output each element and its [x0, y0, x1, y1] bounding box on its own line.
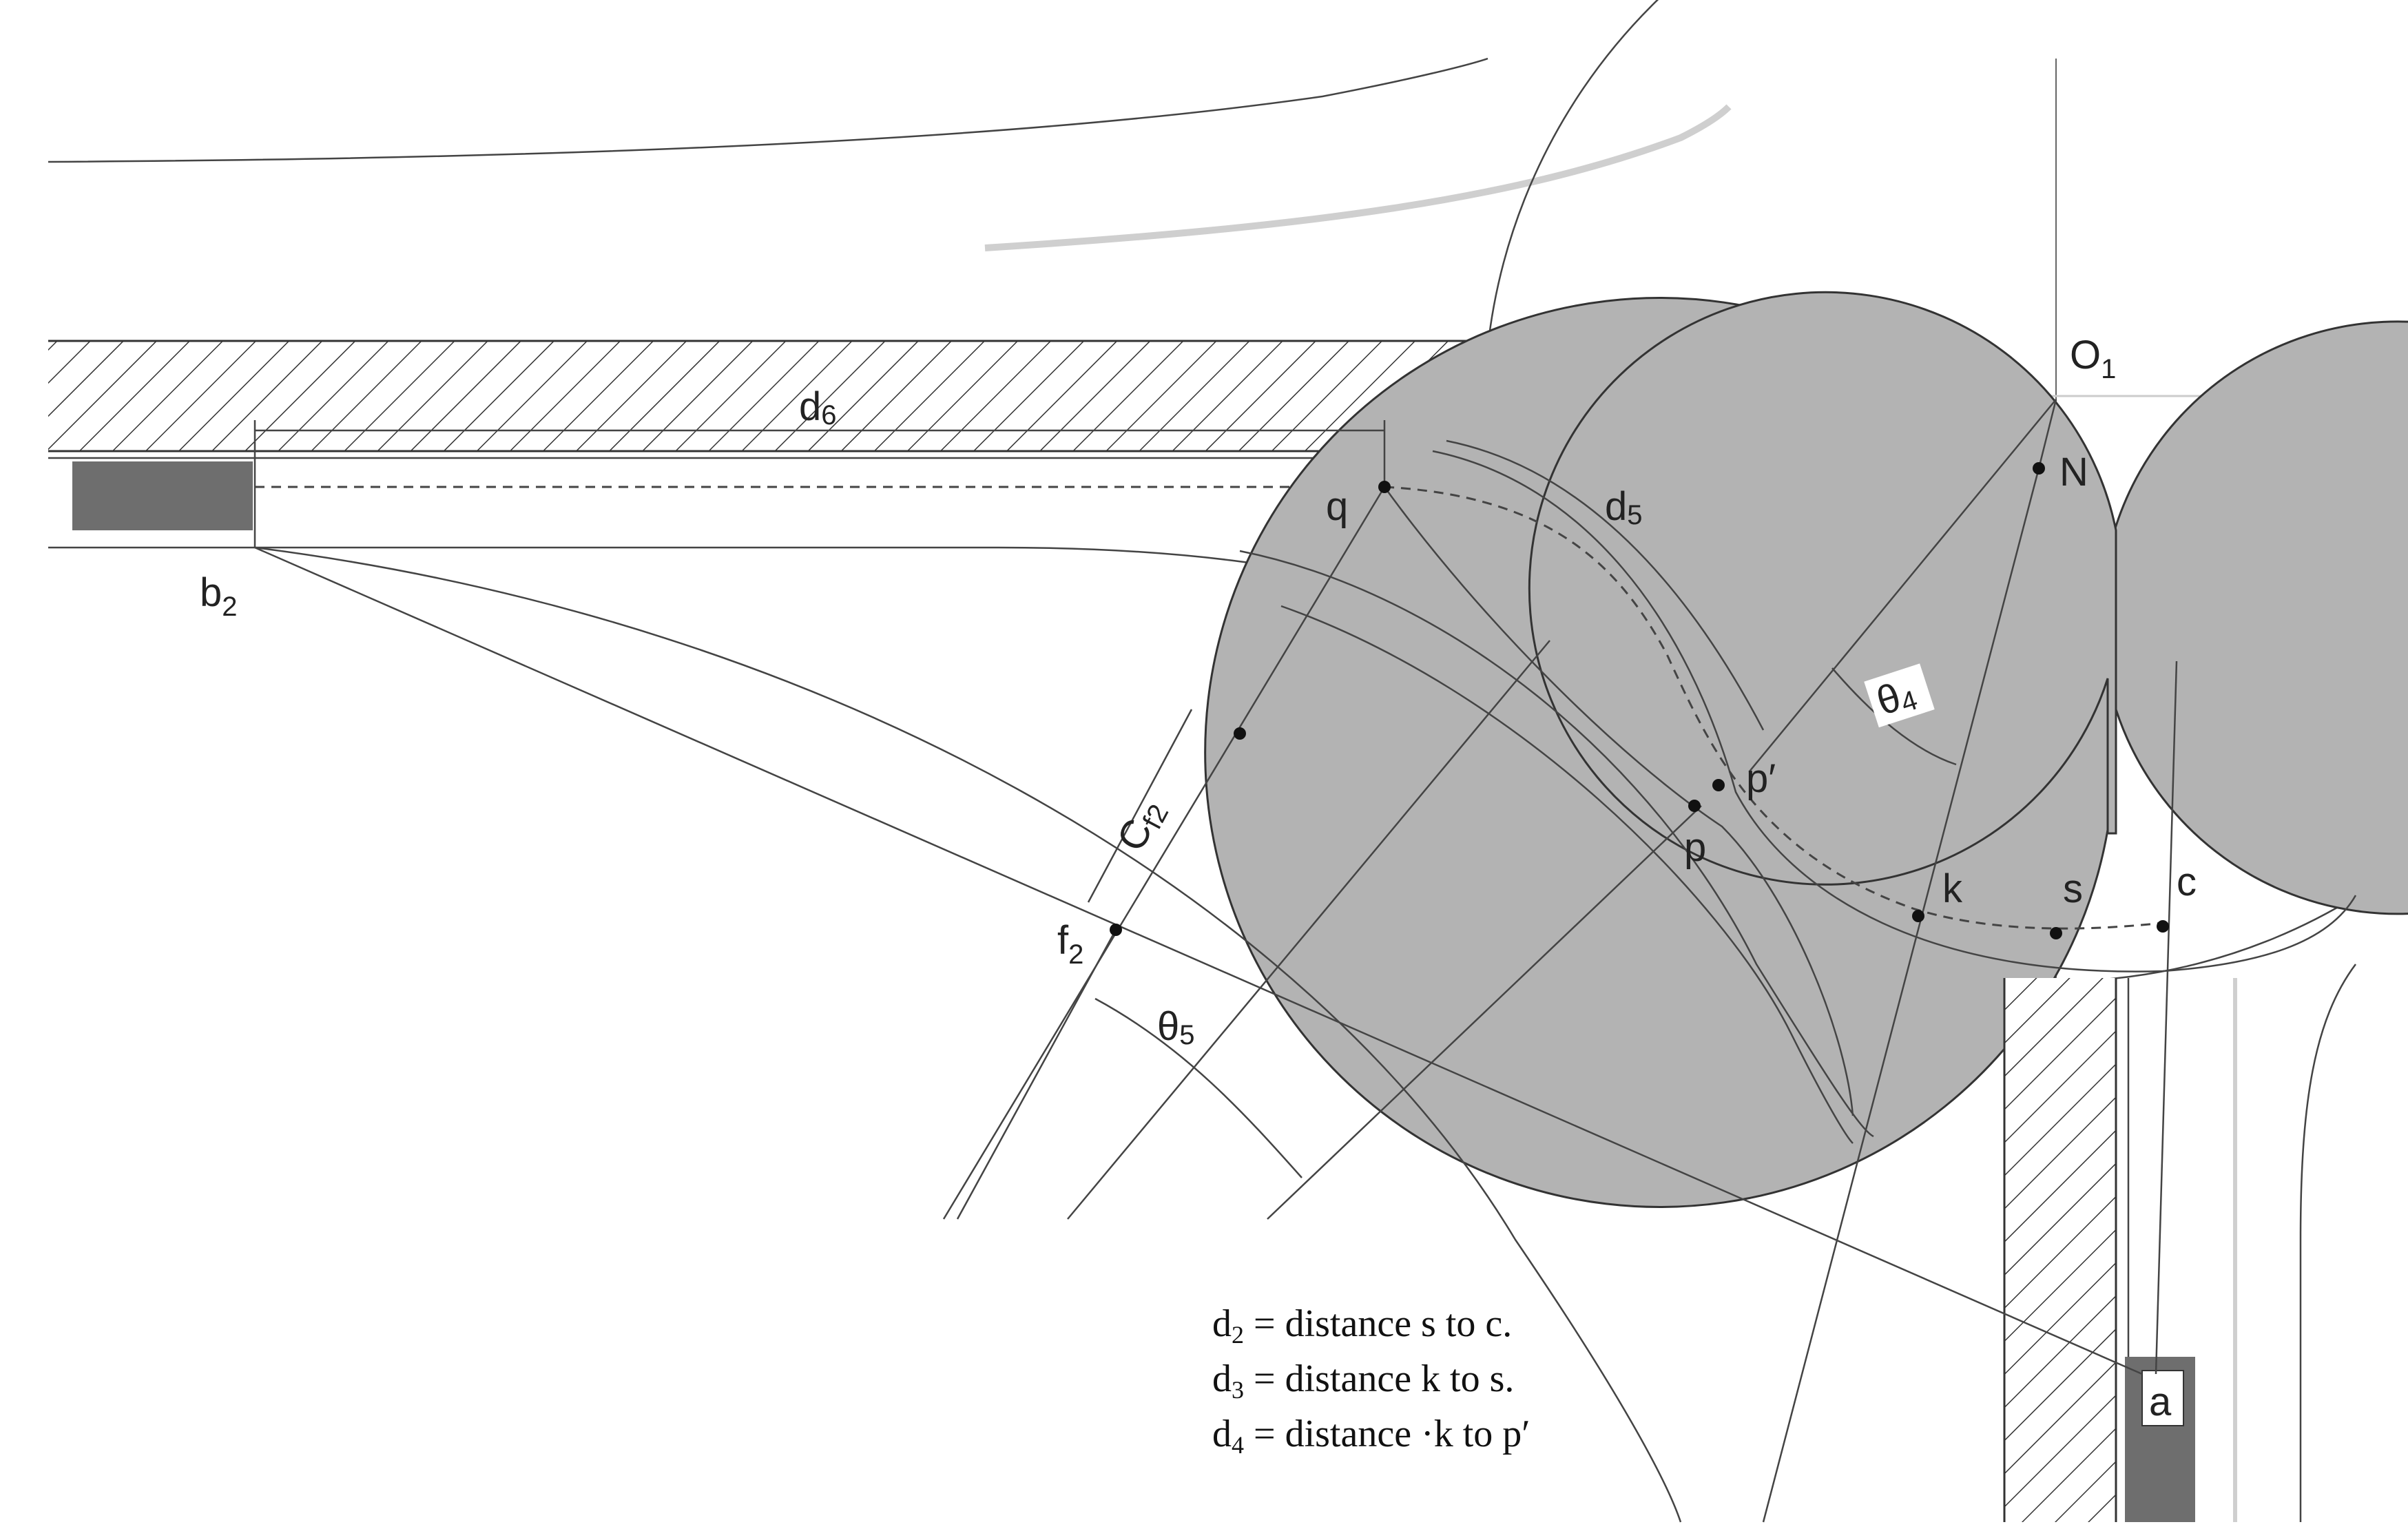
point-c [2157, 920, 2169, 933]
right-road-edge [2299, 964, 2357, 1522]
theta4-label-box [1864, 663, 1935, 728]
point-p-prime [1712, 779, 1725, 791]
label-q: q [1326, 484, 1348, 529]
formula-d3: d3 = distance k to s. [1212, 1357, 1514, 1404]
label-c: c [2177, 860, 2197, 904]
theta4-arc [1831, 667, 1957, 766]
b2-to-a-line [254, 546, 2143, 1375]
point-p [1688, 800, 1701, 812]
point-q [1378, 481, 1391, 493]
formula-d2: d2 = distance s to c. [1212, 1302, 1512, 1349]
label-O1: O1 [2070, 333, 2116, 384]
circulatory-inner-edge [1432, 450, 2357, 972]
label-a: a [2149, 1380, 2172, 1424]
O1-to-N-line [2037, 399, 2057, 469]
sweep-arc-2 [1239, 550, 1874, 1138]
sweep-arc-4 [1383, 486, 1854, 1116]
label-s: s [2063, 866, 2083, 911]
label-f2: f2 [1057, 918, 1083, 970]
point-cf2 [1234, 727, 1246, 740]
c-to-a-line [2155, 660, 2178, 1375]
theta5-arc [1094, 997, 1302, 1178]
label-p-prime: p′ [1746, 756, 1776, 801]
sweep-arc-3 [1280, 605, 1854, 1144]
label-d6: d6 [799, 384, 837, 430]
upper-road-edge-gray [984, 104, 1732, 251]
label-p: p [1684, 825, 1706, 870]
theta5-ref-line [956, 929, 1117, 1220]
diag-line-3 [1267, 805, 1702, 1220]
point-s [2050, 927, 2062, 939]
label-b2: b2 [200, 570, 238, 622]
lane-edge-lower [48, 546, 1420, 601]
Cf2-dimension [1087, 709, 1193, 903]
N-to-bottom-line [1762, 468, 2040, 1523]
formula-d4: d4 = distance ·k to p′ [1212, 1413, 1530, 1459]
label-N: N [2059, 450, 2088, 495]
O1-to-p-line [1749, 399, 2057, 772]
point-f2 [1110, 924, 1122, 936]
vehicle-b2 [72, 461, 253, 530]
central-island-ring [1528, 291, 2117, 886]
label-d5: d5 [1605, 484, 1643, 530]
vehicle-a-label-box [2141, 1370, 2184, 1426]
upper-road-edge [48, 57, 1488, 163]
point-k [1912, 910, 1924, 922]
diag-line-2 [1067, 640, 1550, 1220]
hatched-median-vertical [2004, 978, 2116, 1522]
point-N [2033, 462, 2045, 475]
label-k: k [1942, 866, 1963, 911]
sweep-arc-1 [254, 546, 1682, 1523]
label-theta5: θ5 [1157, 1004, 1195, 1050]
d5-arc [1446, 439, 1765, 731]
diag-line-1 [942, 486, 1386, 1220]
hatched-median-horizontal [48, 341, 1543, 451]
